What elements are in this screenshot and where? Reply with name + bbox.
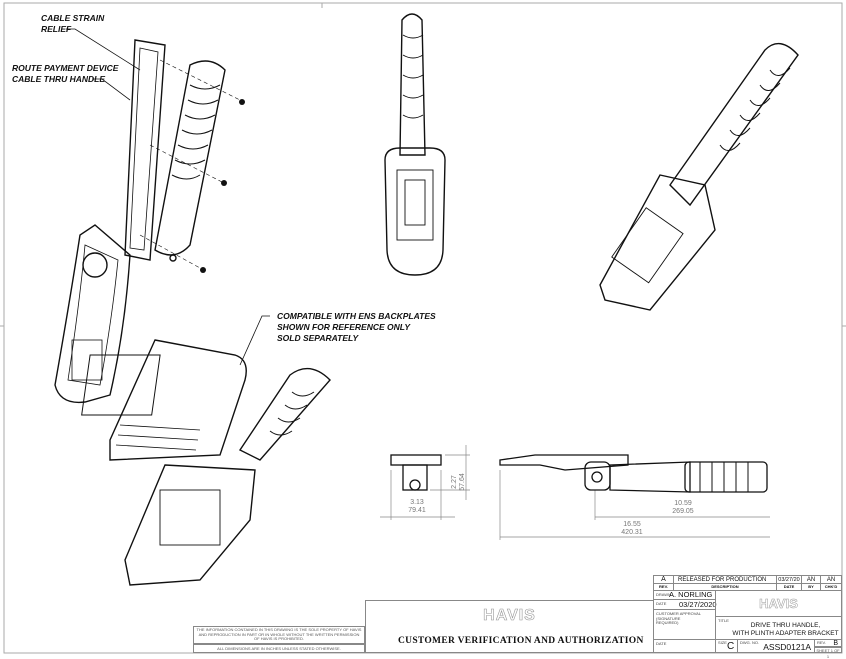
dim-mm: 269.05 [672, 508, 694, 515]
size-cell: SIZE C [715, 639, 738, 653]
note-line: ROUTE PAYMENT DEVICE [12, 63, 119, 73]
havis-logo: HAVIS [759, 596, 798, 612]
explode-lines [139, 59, 241, 269]
rev-value-cell: REV. B [814, 639, 842, 647]
sheet-cell: SHEET 1 OF 1 [814, 647, 842, 658]
rev-value: B [833, 640, 838, 647]
dim-side-handle: 10.59 269.05 [665, 500, 701, 516]
leader-lines [66, 28, 270, 366]
note-line: CABLE THRU HANDLE [12, 74, 106, 84]
drawn-label: DRAWN [656, 592, 671, 597]
dim-front-width: 3.13 79.41 [402, 499, 432, 515]
note-route-cable: ROUTE PAYMENT DEVICE CABLE THRU HANDLE [12, 63, 118, 85]
title-line-1: DRIVE THRU HANDLE, [750, 622, 821, 629]
dim-mm: 420.31 [621, 529, 643, 536]
approval-date-label: DATE [656, 641, 667, 646]
approval-date-cell[interactable]: DATE [653, 639, 716, 653]
front-view [384, 13, 446, 276]
dim-mm: 57.64 [459, 473, 466, 491]
size-value: C [727, 641, 735, 652]
note-line: CABLE STRAIN [41, 13, 105, 23]
size-label: SIZE [718, 640, 727, 645]
dwg-number: ASSD0121A [763, 642, 811, 652]
dimension-lines [380, 445, 770, 540]
title-label: TITLE [718, 618, 729, 623]
drawn-by: A. NORLING [669, 590, 713, 599]
side-view [499, 454, 768, 493]
rev-label: REV. [817, 640, 826, 645]
isometric-view [599, 42, 799, 311]
customer-approval-label: CUSTOMER APPROVAL (SIGNATURE REQUIRED) [656, 611, 701, 625]
disclaimer-property: THE INFORMATION CONTAINED IN THIS DRAWIN… [193, 626, 365, 644]
dim-inches: 3.13 [410, 499, 424, 506]
disclaimer-text: THE INFORMATION CONTAINED IN THIS DRAWIN… [196, 627, 362, 641]
havis-logo: HAVIS [483, 607, 536, 625]
customer-approval-cell[interactable]: CUSTOMER APPROVAL (SIGNATURE REQUIRED) [653, 609, 716, 640]
exploded-view [54, 39, 166, 404]
small-front-view [390, 454, 442, 491]
dim-side-total: 16.55 420.31 [614, 521, 650, 537]
verification-title: CUSTOMER VERIFICATION AND AUTHORIZATION [398, 636, 644, 646]
date-label: DATE [656, 601, 667, 606]
dim-mm: 79.41 [408, 507, 426, 514]
note-line: SOLD SEPARATELY [277, 333, 359, 343]
dwg-no-cell: DWG. NO. ASSD0121A [737, 639, 815, 653]
dwg-label: DWG. NO. [740, 640, 760, 645]
logo-cell: HAVIS [715, 590, 842, 617]
note-line: RELIEF [41, 24, 72, 34]
note-compatible: COMPATIBLE WITH ENS BACKPLATES SHOWN FOR… [277, 311, 436, 344]
dim-front-height: 2.27 57.64 [451, 467, 467, 497]
drawn-date: 03/27/2020 [679, 600, 717, 609]
note-line: SHOWN FOR REFERENCE ONLY [277, 322, 411, 332]
disclaimer-units: ALL DIMENSIONS ARE IN INCHES UNLESS STAT… [193, 644, 365, 653]
title-cell: TITLE DRIVE THRU HANDLE, WITH PLINTH ADA… [715, 616, 842, 640]
note-cable-strain-relief: CABLE STRAIN RELIEF [41, 13, 104, 35]
verification-block: HAVIS CUSTOMER VERIFICATION AND AUTHORIZ… [365, 600, 654, 653]
handle-grip-exploded [154, 60, 226, 262]
title-line-2: WITH PLINTH ADAPTER BRACKET [732, 629, 839, 637]
units-text: ALL DIMENSIONS ARE IN INCHES UNLESS STAT… [217, 646, 341, 651]
sheet-number: SHEET 1 OF 1 [816, 648, 840, 659]
screws [200, 99, 245, 273]
note-line: COMPATIBLE WITH ENS BACKPLATES [277, 311, 436, 321]
payment-device-view [81, 339, 331, 586]
dim-inches: 16.55 [623, 521, 641, 528]
dim-inches: 2.27 [451, 475, 458, 489]
dim-inches: 10.59 [674, 500, 692, 507]
